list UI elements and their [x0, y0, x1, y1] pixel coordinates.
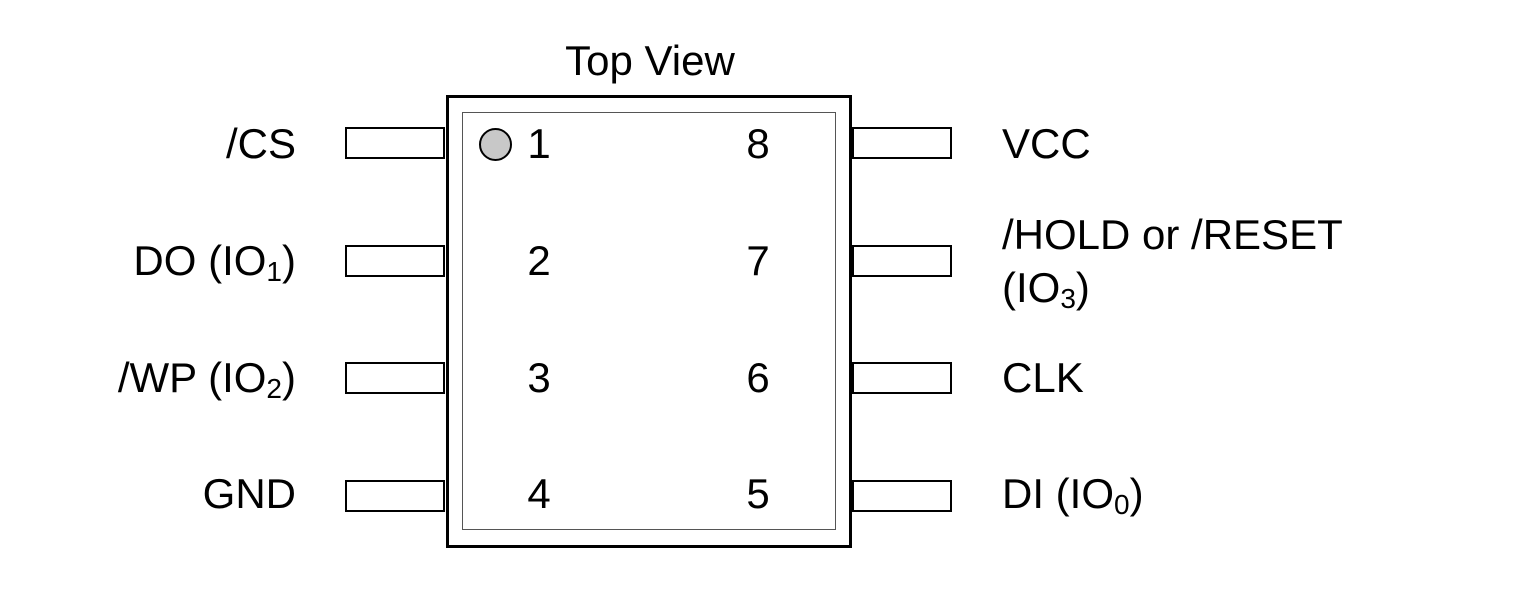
pin-label-3-suffix: ): [282, 354, 296, 401]
pin-label-5: DI (IO0): [1002, 469, 1144, 519]
pin-number-5: 5: [746, 470, 770, 517]
pin-label-2: DO (IO1): [133, 236, 296, 286]
pin-label-8: VCC: [1002, 119, 1091, 169]
pin-label-1-name: /CS: [225, 120, 296, 167]
pin-number-7: 7: [746, 237, 770, 284]
pin-label-7-line2: (IO3): [1002, 263, 1090, 313]
pin1-indicator-icon: [479, 128, 512, 161]
pin-number-6: 6: [746, 354, 770, 401]
pin-number-2: 2: [527, 237, 551, 284]
pin-label-1: /CS: [226, 119, 296, 169]
pin-number-1: 1: [527, 120, 551, 167]
pin-number-4: 4: [527, 470, 551, 517]
pin-label-5-subscript: 0: [1114, 489, 1130, 520]
pin-label-3-subscript: 2: [266, 373, 282, 404]
pin-label-2-subscript: 1: [266, 256, 282, 287]
pin-lead-6: [852, 362, 952, 394]
pin-label-7-suffix: ): [1075, 264, 1090, 311]
pin-label-6-name: CLK: [1002, 354, 1084, 401]
pin-lead-5: [852, 480, 952, 512]
pin-label-3: /WP (IO2): [118, 353, 296, 403]
chip-die-outline: [462, 112, 836, 530]
pin-lead-8: [852, 127, 952, 159]
pin-label-5-name: DI (IO: [1002, 470, 1114, 517]
pin-lead-1: [345, 127, 445, 159]
pin-number-8: 8: [746, 120, 770, 167]
pin-lead-3: [345, 362, 445, 394]
pin-label-7: /HOLD or /RESET: [1002, 210, 1343, 260]
pin-label-6: CLK: [1002, 353, 1084, 403]
pin-label-5-suffix: ): [1129, 470, 1144, 517]
pin-label-7-name: /HOLD or /RESET: [1002, 211, 1343, 258]
pin-label-2-name: DO (IO: [133, 237, 267, 284]
pin-label-7-subscript: 3: [1060, 283, 1076, 314]
diagram-title: Top View: [565, 37, 735, 84]
chip-package-outline: [446, 95, 852, 548]
pin-label-7-line2-text: (IO: [1002, 264, 1061, 311]
pin-lead-4: [345, 480, 445, 512]
pin-lead-7: [852, 245, 952, 277]
pin-lead-2: [345, 245, 445, 277]
pin-label-8-name: VCC: [1002, 120, 1091, 167]
pin-label-4-name: GND: [202, 470, 296, 517]
pin-label-2-suffix: ): [282, 237, 296, 284]
pin-number-3: 3: [527, 354, 551, 401]
pin-label-3-name: /WP (IO: [117, 354, 267, 401]
pin-label-4: GND: [203, 469, 296, 519]
